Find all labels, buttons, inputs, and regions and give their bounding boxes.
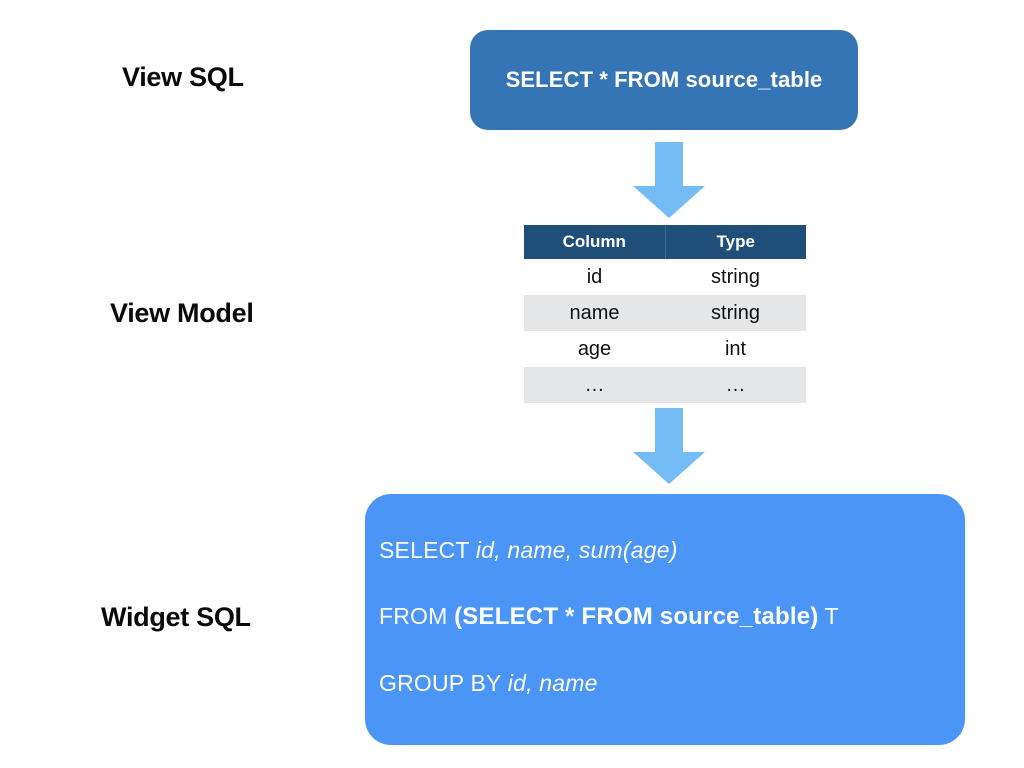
- cell-column-name: age: [524, 331, 665, 367]
- sql-keyword-select: SELECT: [379, 537, 476, 563]
- arrow-down-icon: [633, 408, 705, 484]
- row-label-widget-sql: Widget SQL: [101, 602, 251, 632]
- widget-sql-select-line: SELECT id, name, sum(age): [379, 537, 678, 564]
- widget-sql-group-by-line: GROUP BY id, name: [379, 670, 598, 697]
- row-label-view-sql: View SQL: [122, 62, 244, 92]
- widget-sql-box: SELECT id, name, sum(age) FROM (SELECT *…: [365, 494, 965, 745]
- column-header-type: Type: [665, 225, 806, 259]
- table-row: name string: [524, 295, 806, 331]
- table-row: age int: [524, 331, 806, 367]
- column-header-column: Column: [524, 225, 666, 259]
- row-label-view-model: View Model: [110, 298, 254, 328]
- cell-column-type: int: [665, 331, 806, 367]
- table-header-row: Column Type: [524, 225, 806, 259]
- cell-column-type: string: [665, 295, 806, 331]
- cell-column-name: …: [524, 367, 665, 403]
- view-model-schema-table: Column Type id string name string age in…: [524, 225, 806, 403]
- sql-table-alias: T: [818, 603, 839, 629]
- cell-column-type: string: [665, 259, 806, 295]
- view-sql-box: SELECT * FROM source_table: [470, 30, 858, 130]
- view-sql-query-text: SELECT * FROM source_table: [505, 67, 823, 92]
- cell-column-type: …: [665, 367, 806, 403]
- arrow-down-icon: [633, 142, 705, 218]
- widget-sql-from-line: FROM (SELECT * FROM source_table) T: [379, 603, 839, 631]
- sql-keyword-group-by: GROUP BY: [379, 670, 508, 696]
- table-row: id string: [524, 259, 806, 295]
- sql-group-by-list: id, name: [507, 670, 598, 696]
- table-row: … …: [524, 367, 806, 403]
- sql-select-list: id, name, sum(age): [475, 537, 678, 563]
- sql-keyword-from: FROM: [379, 603, 455, 629]
- cell-column-name: name: [524, 295, 665, 331]
- sql-subquery: (SELECT * FROM source_table): [454, 603, 819, 630]
- cell-column-name: id: [524, 259, 665, 295]
